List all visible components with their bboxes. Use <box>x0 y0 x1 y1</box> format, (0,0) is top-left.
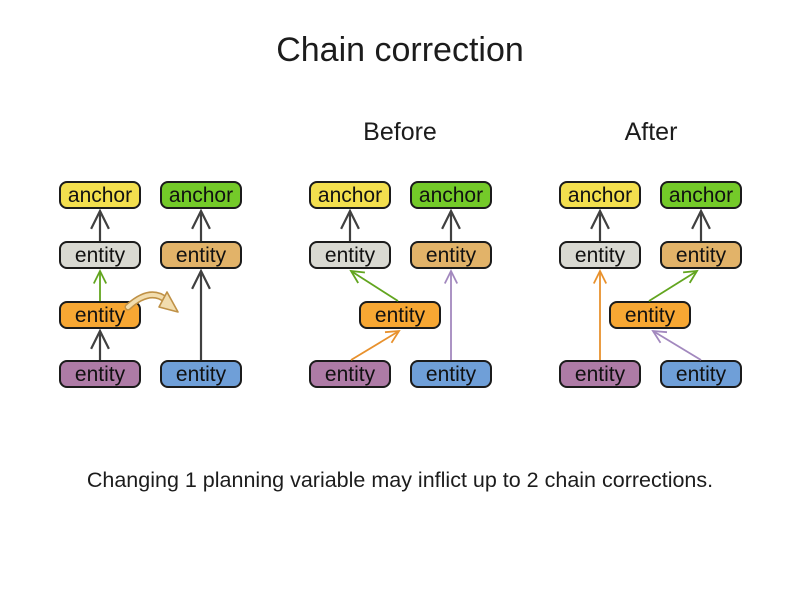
arrow-before-orange-to-gray <box>350 270 399 302</box>
node-initial-entity-gray: entity <box>59 241 141 269</box>
caption: Changing 1 planning variable may inflict… <box>86 468 714 492</box>
node-initial-entity-blue: entity <box>160 360 242 388</box>
node-before-anchor-right: anchor <box>410 181 492 209</box>
node-before-anchor-left: anchor <box>309 181 391 209</box>
arrow-initial-tan-to-green-anchor-head-icon <box>191 208 211 230</box>
node-after-entity-gray: entity <box>559 241 641 269</box>
node-initial-anchor-right: anchor <box>160 181 242 209</box>
arrow-before-gray-to-yellow-anchor-head-icon <box>340 208 360 230</box>
node-initial-entity-tan: entity <box>160 241 242 269</box>
node-initial-entity-purple: entity <box>59 360 141 388</box>
arrow-after-purple-to-gray-head-icon <box>592 268 608 284</box>
arrow-after-blue-to-orange-head-icon <box>651 329 668 344</box>
node-after-entity-blue: entity <box>660 360 742 388</box>
node-before-entity-blue: entity <box>410 360 492 388</box>
arrow-before-tan-to-green-anchor-head-icon <box>441 208 461 230</box>
arrow-initial-orange-to-gray-head-icon <box>92 268 108 284</box>
arrow-after-orange-to-tan-head-icon <box>683 269 699 284</box>
arrow-initial-purple-to-orange-head-icon <box>90 328 110 350</box>
node-after-entity-orange: entity <box>609 301 691 329</box>
arrow-before-purple-to-orange <box>350 330 400 361</box>
arrow-after-tan-to-green-anchor-head-icon <box>691 208 711 230</box>
node-before-entity-purple: entity <box>309 360 391 388</box>
arrow-after-blue-to-orange <box>652 330 702 361</box>
node-before-entity-orange: entity <box>359 301 441 329</box>
arrow-before-blue-to-tan-head-icon <box>443 268 459 284</box>
node-after-entity-purple: entity <box>559 360 641 388</box>
label-before: Before <box>363 118 437 146</box>
node-initial-entity-orange: entity <box>59 301 141 329</box>
arrow-after-orange-to-tan <box>648 270 698 302</box>
node-after-anchor-left: anchor <box>559 181 641 209</box>
arrow-before-orange-to-gray-head-icon <box>349 269 365 284</box>
arrow-initial-gray-to-yellow-anchor-head-icon <box>90 208 110 230</box>
node-before-entity-tan: entity <box>410 241 492 269</box>
arrow-before-purple-to-orange-head-icon <box>384 329 401 344</box>
page-title: Chain correction <box>276 31 524 69</box>
node-before-entity-gray: entity <box>309 241 391 269</box>
arrow-initial-blue-to-tan-head-icon <box>191 268 211 290</box>
node-initial-anchor-left: anchor <box>59 181 141 209</box>
node-after-anchor-right: anchor <box>660 181 742 209</box>
arrow-after-gray-to-yellow-anchor-head-icon <box>590 208 610 230</box>
chain-move-arrow-head-icon <box>158 291 179 313</box>
node-after-entity-tan: entity <box>660 241 742 269</box>
label-after: After <box>624 118 678 146</box>
